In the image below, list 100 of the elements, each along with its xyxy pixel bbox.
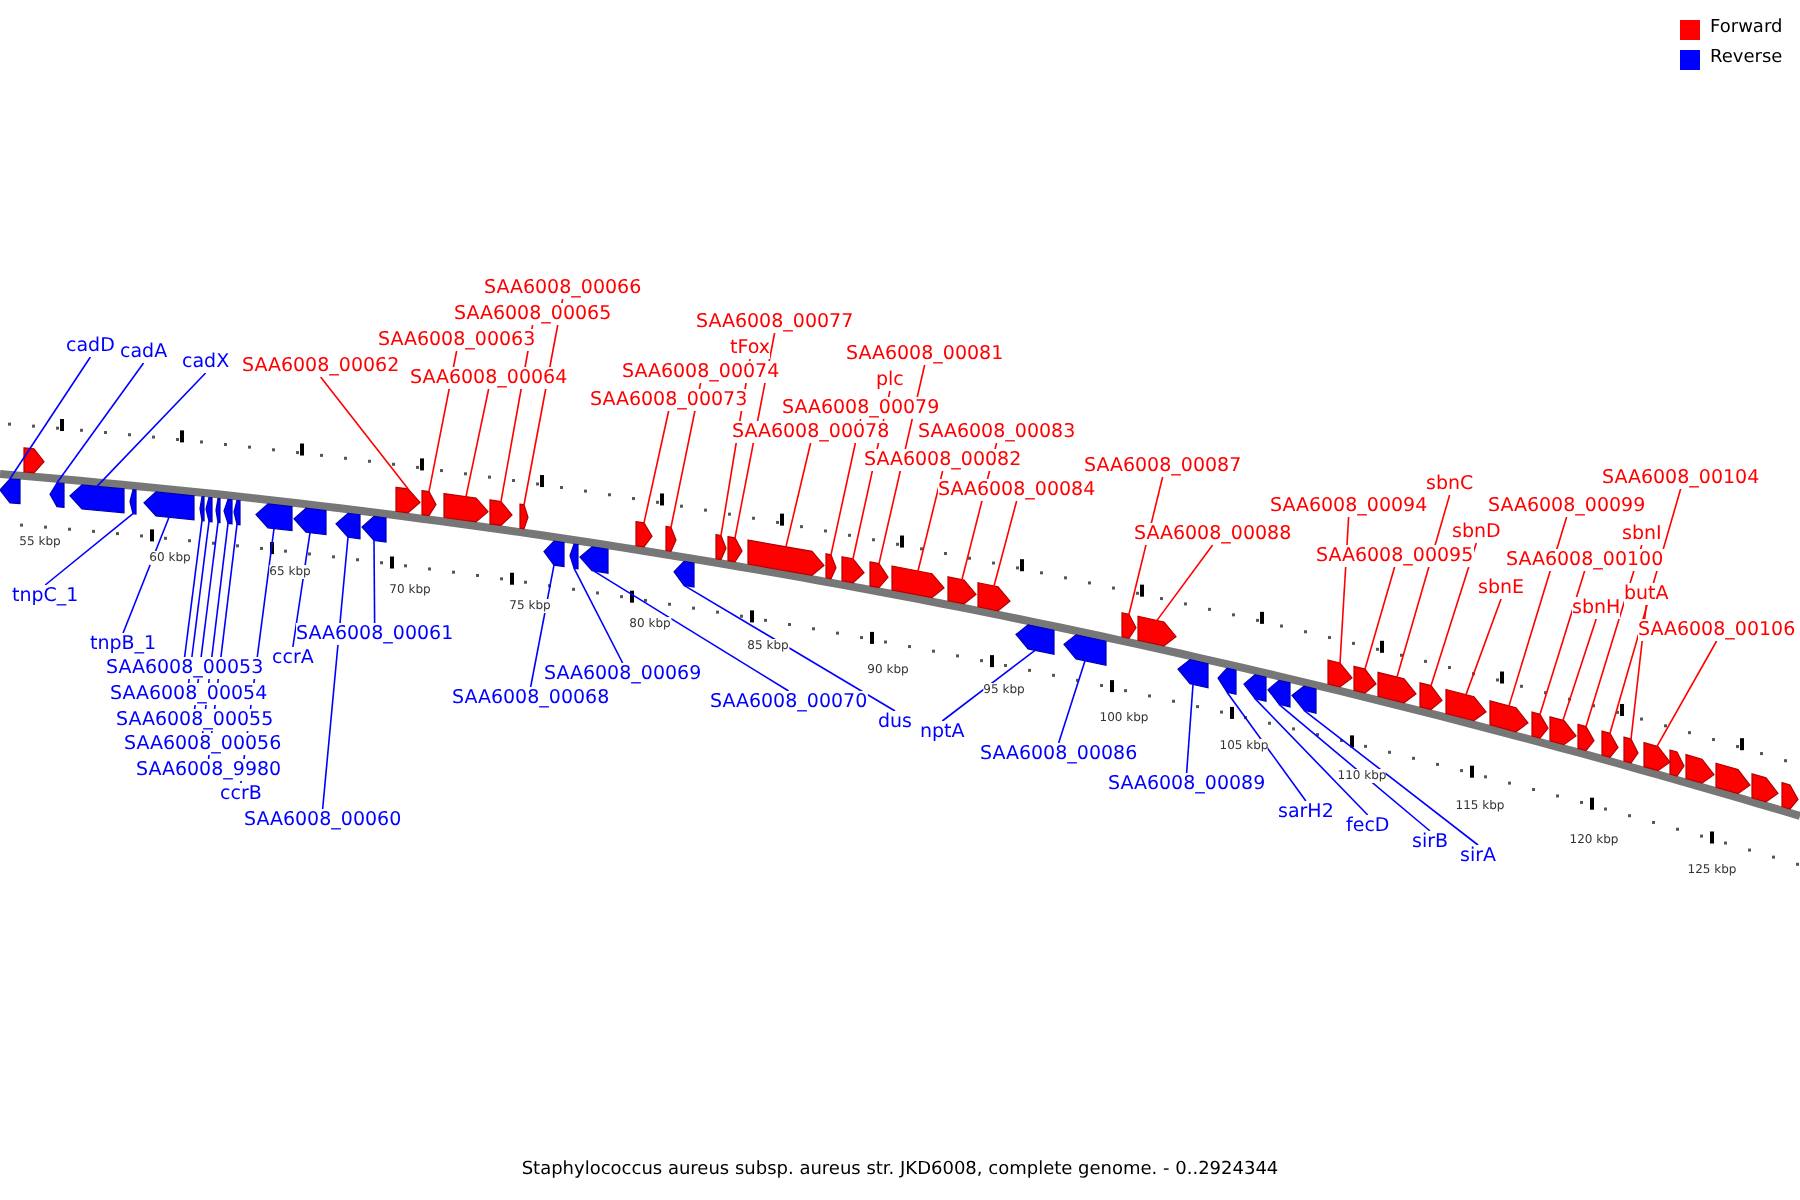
gene-label: SAA6008_00095 [1316,545,1474,567]
gene-block [1217,667,1237,696]
gene-block [841,556,865,584]
gene-block [143,491,195,521]
gene-label: SAA6008_00087 [1084,455,1242,477]
gene-block [1751,772,1779,803]
gene-label: fecD [1346,815,1390,837]
gene-label: sbnI [1622,523,1662,545]
leader-line [183,519,203,658]
gene-block [1327,659,1353,688]
gene-label: SAA6008_00073 [590,389,748,411]
gene-label: SAA6008_00066 [484,277,642,299]
gene-block [335,512,361,540]
leader-line [56,362,145,484]
gene-label: SAA6008_00089 [1108,773,1266,795]
leader-line [643,410,670,524]
gene-label: SAA6008_00081 [846,343,1004,365]
gene-label: SAA6008_00054 [110,683,268,705]
gene-block [1715,762,1751,795]
gene-block [223,498,233,525]
gene-block [1267,679,1291,708]
gene-block [1377,671,1417,704]
leader-line [1254,697,1369,816]
leader-line [573,567,624,664]
leader-line [785,442,812,548]
gene-label: butA [1624,583,1669,605]
gene-block [715,533,727,561]
leader-line [122,516,170,634]
leader-line [683,584,896,712]
gene-block [361,515,387,543]
gene-label: SAA6008_00056 [124,733,282,755]
leader-line [593,570,790,692]
gene-block [1063,634,1107,666]
leader-line [1465,598,1502,696]
gene-block [395,486,421,514]
gene-label: SAA6008_00070 [710,691,868,713]
leader-line [1562,618,1597,722]
gene-block [665,525,677,552]
gene-label: SAA6008_00064 [410,367,568,389]
gene-label: SAA6008_00074 [622,361,780,383]
gene-block [1177,659,1209,689]
gene-block [205,496,213,523]
gene-block [1623,736,1639,764]
gene-block [1531,711,1549,739]
gene-block [519,503,529,530]
gene-label: sbnH [1572,597,1621,619]
gene-block [1643,741,1671,772]
gene-block [1781,781,1799,810]
gene-block [129,489,137,515]
gene-label: SAA6008_00063 [378,329,536,351]
gene-label: SAA6008_00062 [242,355,400,377]
gene-block [673,560,695,588]
gene-label: SAA6008_00061 [296,623,454,645]
gene-label: sbnC [1426,473,1474,495]
gene-label: SAA6008_00069 [544,663,702,685]
gene-block [23,447,45,474]
gene-label: tnpC_1 [12,585,79,607]
gene-block [635,520,653,548]
legend-label: Forward [1710,18,1783,40]
gene-block [1353,665,1377,694]
leader-line [529,564,555,688]
gene-label: SAA6008_00082 [864,449,1022,471]
gene-label: SAA6008_00068 [452,687,610,709]
leader-line [1156,544,1214,622]
gene-block [0,478,21,505]
leader-line [465,388,490,498]
gene-block [421,490,437,517]
gene-label: sirA [1460,845,1496,867]
gene-label: SAA6008_00083 [918,421,1076,443]
gene-block [1015,624,1055,655]
gene-label: sbnE [1478,577,1525,599]
gene-block [1549,716,1577,746]
leader-line [1656,640,1718,748]
leader-line [292,531,311,648]
gene-block [69,484,125,514]
gene-label: SAA6008_00060 [244,809,402,831]
gene-label: SAA6008_00084 [938,479,1096,501]
leader-line [1278,703,1431,832]
gene-label: tFox [730,337,770,359]
gene-block [49,482,65,509]
leader-line [1303,709,1479,846]
leader-line [1430,542,1478,687]
leader-line [1226,691,1307,802]
leader-line [941,649,1036,722]
gene-label: SAA6008_00055 [116,709,274,731]
gene-label: sbnD [1452,521,1501,543]
leader-line [1539,570,1586,715]
gene-label: sirB [1412,831,1449,853]
gene-block [233,499,241,526]
leader-line [319,376,409,490]
gene-label: cadD [66,335,115,357]
gene-label: ccrA [272,647,314,669]
gene-label: tnpB_1 [90,633,157,655]
leader-line [1057,660,1086,744]
leader-line [993,500,1018,587]
gene-label: SAA6008_00088 [1134,523,1292,545]
gene-block [1577,723,1595,752]
leader-line [1508,516,1568,707]
caption: Staphylococcus aureus subsp. aureus str. JKD6008, complete genome. - 0..2924344 [521,1160,1279,1180]
gene-label: SAA6008_00077 [696,311,854,333]
